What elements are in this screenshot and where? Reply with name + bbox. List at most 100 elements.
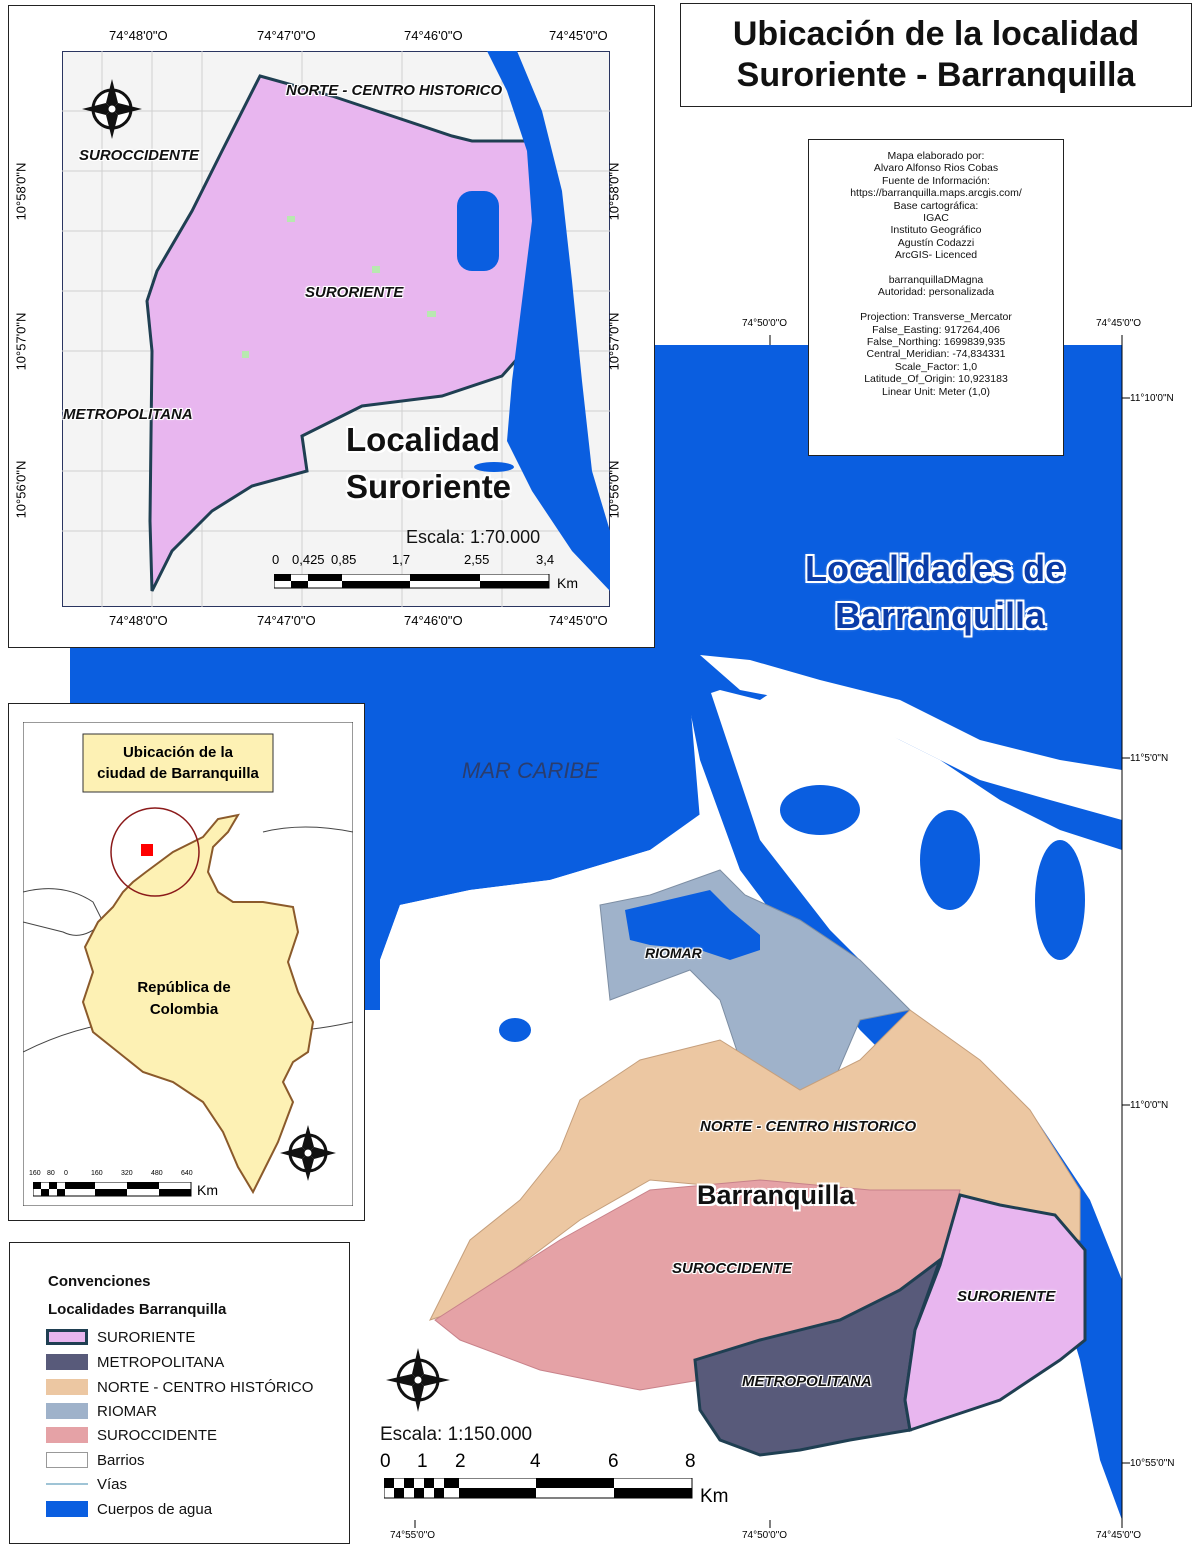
main-compass-icon	[386, 1348, 450, 1412]
inset-bottom-tick-1: 74°48'0"O	[109, 613, 168, 628]
legend-swatch	[46, 1483, 88, 1485]
inset-pond	[474, 462, 514, 472]
lagoon-1	[780, 785, 860, 835]
meta-line: Instituto Geográfico	[890, 224, 982, 237]
legend-item-agua: Cuerpos de agua	[46, 1499, 212, 1519]
inset-scale-unit: Km	[557, 575, 578, 591]
suroriente-area	[903, 1193, 1087, 1432]
barranquilla-marker	[141, 844, 153, 856]
meta-line: Agustín Codazzi	[897, 236, 975, 249]
legend-swatch	[46, 1403, 88, 1419]
barranquilla-locator-circle	[110, 807, 200, 897]
colombia-scale-tick-0: 160	[29, 1170, 41, 1177]
colombia-scale-tick-5: 480	[151, 1170, 163, 1177]
meta-line: Projection: Transverse_Mercator	[860, 311, 1012, 324]
meta-line	[809, 262, 1063, 274]
main-top-tick-2: 74°45'0"O	[1096, 318, 1142, 329]
colombia-compass-icon	[280, 1125, 336, 1181]
meta-line: Base cartográfica:	[893, 199, 979, 212]
inset-bottom-tick-4: 74°45'0"O	[549, 613, 608, 628]
colombia-title-1: Ubicación de la	[122, 744, 234, 761]
legend-item-suroriente: SURORIENTE	[46, 1327, 195, 1347]
legend-swatch	[46, 1329, 88, 1345]
inset-right-tick-3: 10°56'0"N	[606, 460, 622, 519]
legend-label: METROPOLITANA	[97, 1353, 225, 1371]
legend-swatch	[46, 1379, 88, 1395]
legend-subtitle: Localidades Barranquilla	[48, 1301, 227, 1318]
legend-label: SURORIENTE	[97, 1328, 196, 1346]
colombia-title-box	[82, 733, 274, 793]
main-bottom-tick-1: 74°55'0"O	[390, 1530, 436, 1541]
inset-suroriente-area	[145, 74, 544, 592]
inset-scale-tick-1: 0,425	[292, 552, 325, 567]
legend-title: Convenciones	[48, 1273, 151, 1290]
inset-right-tick-1: 10°58'0"N	[606, 162, 622, 221]
legend-item-metropolitana: METROPOLITANA	[46, 1352, 224, 1372]
meta-line: Scale_Factor: 1,0	[894, 360, 978, 373]
inset-top-tick-4: 74°45'0"O	[549, 28, 608, 43]
main-scale-tick-1: 1	[417, 1451, 428, 1472]
inset-label-norte: NORTE - CENTRO HISTORICO	[286, 82, 503, 99]
inset-scale-tick-0: 0	[272, 552, 280, 567]
colombia-scale-tick-1: 80	[47, 1170, 55, 1177]
legend-label: Vías	[97, 1475, 128, 1493]
main-map-title-1: Localidades de	[805, 548, 1066, 589]
suroccidente-label: SUROCCIDENTE	[672, 1260, 793, 1277]
norte-area	[429, 1009, 1081, 1321]
colombia-title-2: ciudad de Barranquilla	[97, 765, 259, 782]
inset-lagoon	[457, 191, 499, 271]
norte-label: NORTE - CENTRO HISTORICO	[700, 1118, 917, 1135]
main-top-tick-1: 74°50'0"O	[742, 318, 788, 329]
meta-line: Autoridad: personalizada	[877, 286, 995, 299]
sea-label: MAR CARIBE	[462, 758, 599, 783]
legend-label: Cuerpos de agua	[97, 1500, 213, 1518]
inset-big-label-1: Localidad	[346, 421, 501, 458]
inset-scale-text: Escala: 1:70.000	[406, 527, 541, 547]
inset-label-suroriente: SURORIENTE	[305, 284, 404, 301]
meta-line: https://barranquilla.maps.arcgis.com/	[850, 187, 1022, 200]
main-scale-unit: Km	[700, 1486, 729, 1507]
inset-big-label-2: Suroriente	[346, 468, 512, 505]
inset-scale-tick-2: 0,85	[331, 552, 357, 567]
inset-bottom-tick-2: 74°47'0"O	[257, 613, 316, 628]
meta-line: IGAC	[923, 212, 949, 225]
colombia-scale-tick-3: 160	[91, 1170, 103, 1177]
colombia-scale-tick-6: 640	[181, 1170, 193, 1177]
colombia-scale-tick-2: 0	[64, 1170, 68, 1177]
colombia-shape	[81, 813, 315, 1195]
meta-line: barranquillaDMagna	[888, 274, 984, 287]
meta-line: False_Easting: 917264,406	[872, 323, 1000, 336]
main-scale-tick-2: 2	[455, 1451, 466, 1472]
meta-line: Latitude_Of_Origin: 10,923183	[864, 373, 1008, 386]
colombia-country-2: Colombia	[149, 1001, 219, 1018]
main-bottom-tick-2: 74°50'0"O	[742, 1530, 788, 1541]
legend-label: RIOMAR	[97, 1402, 157, 1420]
inset-colombia: Ubicación de la ciudad de Barranquilla R…	[8, 703, 365, 1221]
inset-river	[487, 51, 610, 591]
legend-swatch	[46, 1354, 88, 1370]
meta-line	[809, 299, 1063, 311]
legend: Convenciones Localidades Barranquilla SU…	[9, 1242, 350, 1544]
main-scale-tick-3: 4	[530, 1451, 541, 1472]
inset-label-suroccidente: SUROCCIDENTE	[79, 147, 200, 164]
colombia-scale-tick-4: 320	[121, 1170, 133, 1177]
main-map-title-2: Barranquilla	[835, 595, 1046, 636]
legend-swatch	[46, 1427, 88, 1443]
inset-scale-tick-5: 3,4	[536, 552, 555, 567]
colombia-map	[23, 722, 353, 1206]
legend-item-vias: Vías	[46, 1474, 127, 1494]
legend-item-norte: NORTE - CENTRO HISTÓRICO	[46, 1377, 313, 1397]
main-right-tick-3: 11°0'0"N	[1130, 1100, 1169, 1111]
meta-line: Fuente de Información:	[882, 174, 990, 187]
inset-label-metropolitana: METROPOLITANA	[63, 406, 193, 423]
inset-left-tick-2: 10°57'0"N	[13, 312, 29, 371]
legend-item-barrios: Barrios	[46, 1450, 145, 1470]
lagoon-3	[1035, 840, 1085, 960]
colombia-scale-unit: Km	[197, 1182, 218, 1198]
main-scale-tick-5: 8	[685, 1451, 696, 1472]
inset-bottom-tick-3: 74°46'0"O	[404, 613, 463, 628]
metropolitana-label: METROPOLITANA	[742, 1373, 872, 1390]
magdalena-river	[680, 660, 1122, 1520]
map-title-line-1: Ubicación de la localidad	[732, 15, 1140, 53]
meta-line: Central_Meridian: -74,834331	[866, 348, 1006, 361]
